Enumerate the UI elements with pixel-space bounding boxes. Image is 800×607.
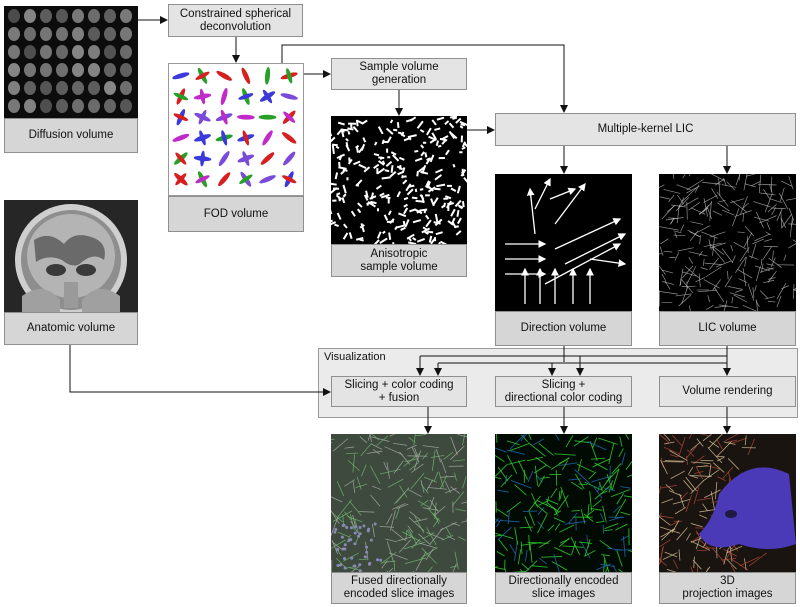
lic-volume-label: LIC volume xyxy=(659,311,796,346)
projection-label: 3D projection images xyxy=(659,572,796,604)
slicing-directional-box: Slicing + directional color coding xyxy=(495,376,632,407)
fused-slice-label: Fused directionally encoded slice images xyxy=(331,572,467,604)
directional-slice-label: Directionally encoded slice images xyxy=(495,572,632,604)
fod-volume-image xyxy=(168,63,304,196)
direction-volume-label: Direction volume xyxy=(495,311,632,346)
visualization-label: Visualization xyxy=(324,351,386,363)
lic-volume-image xyxy=(659,174,796,311)
arrow-anatomic-to-fusion xyxy=(69,345,331,396)
fod-volume-label: FOD volume xyxy=(168,196,304,232)
anatomic-volume-label: Anatomic volume xyxy=(4,312,138,345)
diffusion-volume-image xyxy=(4,6,138,118)
directional-slice-image xyxy=(495,434,632,572)
anatomic-volume-image xyxy=(4,200,138,312)
anisotropic-sample-image xyxy=(331,116,467,244)
csd-box: Constrained spherical deconvolution xyxy=(168,4,303,37)
anisotropic-sample-label: Anisotropic sample volume xyxy=(331,244,467,277)
multiple-kernel-lic-box: Multiple-kernel LIC xyxy=(495,113,796,146)
slicing-fusion-box: Slicing + color coding + fusion xyxy=(331,376,467,407)
diffusion-volume-label: Diffusion volume xyxy=(4,118,138,153)
projection-image xyxy=(659,434,796,572)
volume-rendering-box: Volume rendering xyxy=(659,376,796,407)
sample-volume-generation-box: Sample volume generation xyxy=(331,58,467,90)
direction-volume-image xyxy=(495,174,632,311)
fused-slice-image xyxy=(331,434,467,572)
